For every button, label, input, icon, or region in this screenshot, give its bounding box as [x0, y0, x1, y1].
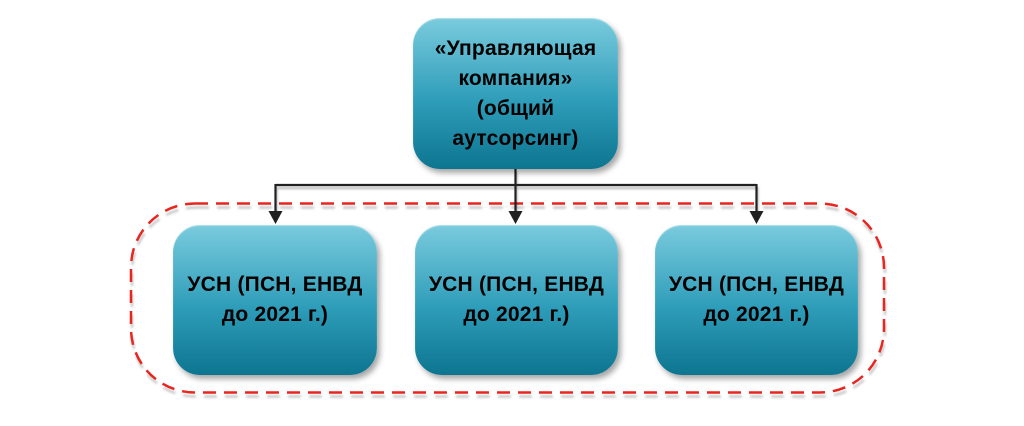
connector-lines — [274, 169, 758, 212]
arrowhead-down-icon — [268, 211, 283, 224]
node-management-company: «Управляющая компания» (общий аутсорсинг… — [413, 18, 618, 169]
arrowhead-down-icon — [749, 211, 764, 224]
node-usn-2: УСН (ПСН, ЕНВД до 2021 г.) — [415, 225, 618, 375]
group-dashed-border — [129, 202, 886, 394]
node-label: «Управляющая компания» (общий аутсорсинг… — [434, 36, 597, 150]
arrowhead-down-icon — [508, 211, 523, 224]
node-usn-3: УСН (ПСН, ЕНВД до 2021 г.) — [655, 225, 858, 375]
node-label: УСН (ПСН, ЕНВД до 2021 г.) — [428, 273, 605, 326]
node-label: УСН (ПСН, ЕНВД до 2021 г.) — [187, 273, 363, 326]
node-usn-1: УСН (ПСН, ЕНВД до 2021 г.) — [173, 225, 377, 375]
node-label: УСН (ПСН, ЕНВД до 2021 г.) — [668, 273, 845, 326]
